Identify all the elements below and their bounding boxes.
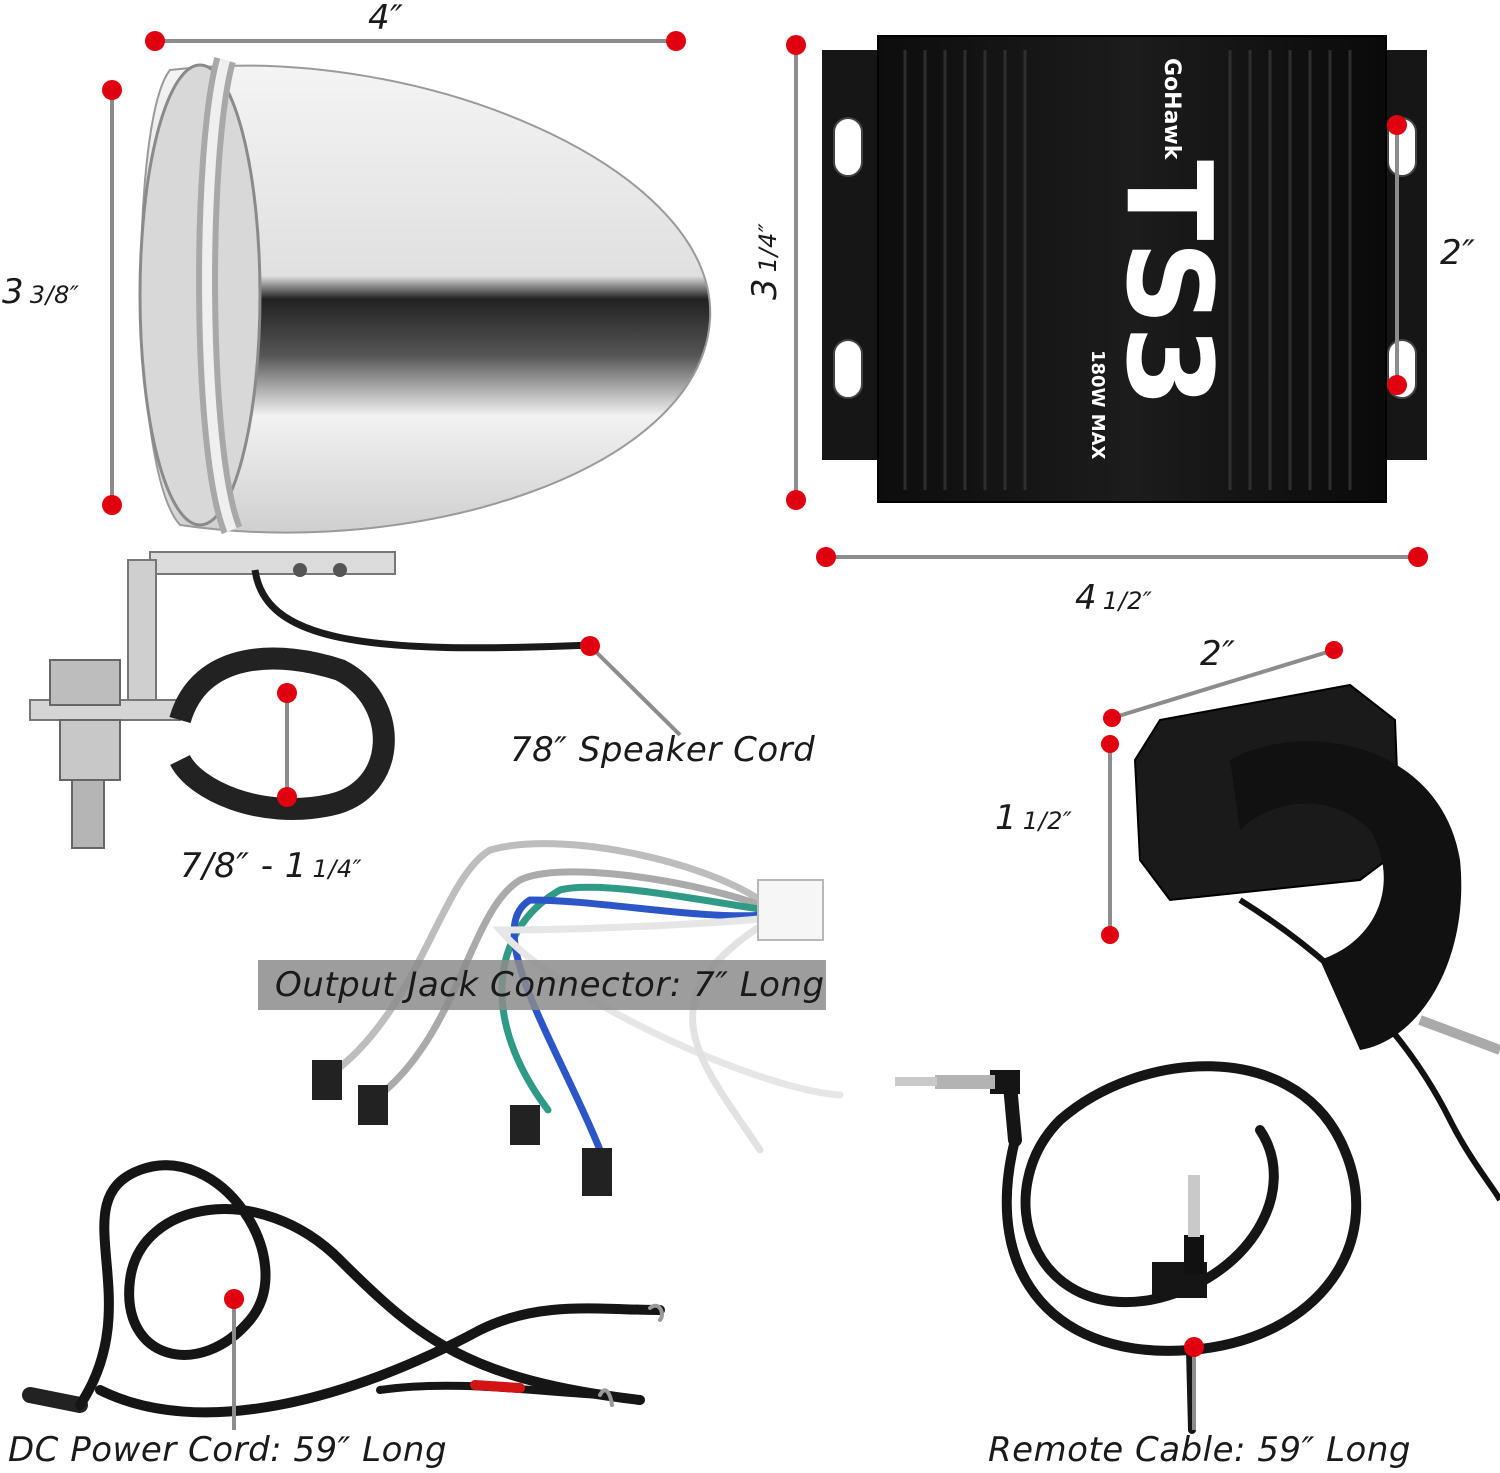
- speaker-mount-bracket: [29, 551, 396, 849]
- amp-height-label: 3 1/4″: [745, 223, 785, 300]
- output-jack-connector-label: Output Jack Connector: 7″ Long: [275, 965, 825, 1005]
- remote-height-whole: 1: [995, 798, 1018, 838]
- amp-width-label: 4 1/2″: [1075, 578, 1152, 618]
- remote-height-label: 1 1/2″: [995, 798, 1072, 838]
- dc-power-cord: [22, 1160, 665, 1418]
- connector-caption-background: [258, 960, 826, 1010]
- speaker-cord: [251, 569, 591, 652]
- clamp-size-label: 7/8″ - 1 1/4″: [180, 846, 362, 886]
- speaker-height-label: 3 3/8″: [2, 272, 79, 312]
- output-jack-wires: [312, 840, 844, 1196]
- amp-mount-spacing-label: 2″: [1440, 233, 1476, 273]
- amp-brand-logo: GoHawk: [1159, 58, 1184, 160]
- amp-width-frac: 1/2″: [1102, 587, 1153, 615]
- amplifier-unit: [822, 35, 1427, 503]
- amp-model-name: TS3: [1100, 160, 1238, 408]
- remote-height-frac: 1/2″: [1022, 807, 1073, 835]
- clamp-size-range: 7/8″ - 1: [180, 846, 307, 886]
- measurement-markers: [102, 31, 1428, 1357]
- remote-cable-label: Remote Cable: 59″ Long: [988, 1430, 1411, 1470]
- speaker-width-label: 4″: [368, 0, 404, 38]
- amp-width-whole: 4: [1075, 578, 1098, 618]
- speaker-height-frac: 3/8″: [29, 281, 80, 309]
- remote-cable-coil: [895, 1061, 1362, 1434]
- speaker-pod: [138, 57, 712, 535]
- speaker-cord-label: 78″ Speaker Cord: [510, 730, 816, 770]
- amp-power-rating: 180W MAX: [1087, 350, 1108, 460]
- remote-width-label: 2″: [1200, 634, 1236, 674]
- speaker-height-whole: 3: [2, 272, 25, 312]
- amp-height-whole: 3: [745, 277, 785, 300]
- remote-control: [1133, 683, 1500, 1202]
- clamp-size-frac: 1/4″: [312, 855, 363, 883]
- dimension-lines: [110, 39, 1418, 1430]
- amp-height-frac: 1/4″: [754, 222, 782, 273]
- dc-power-cord-label: DC Power Cord: 59″ Long: [8, 1430, 448, 1470]
